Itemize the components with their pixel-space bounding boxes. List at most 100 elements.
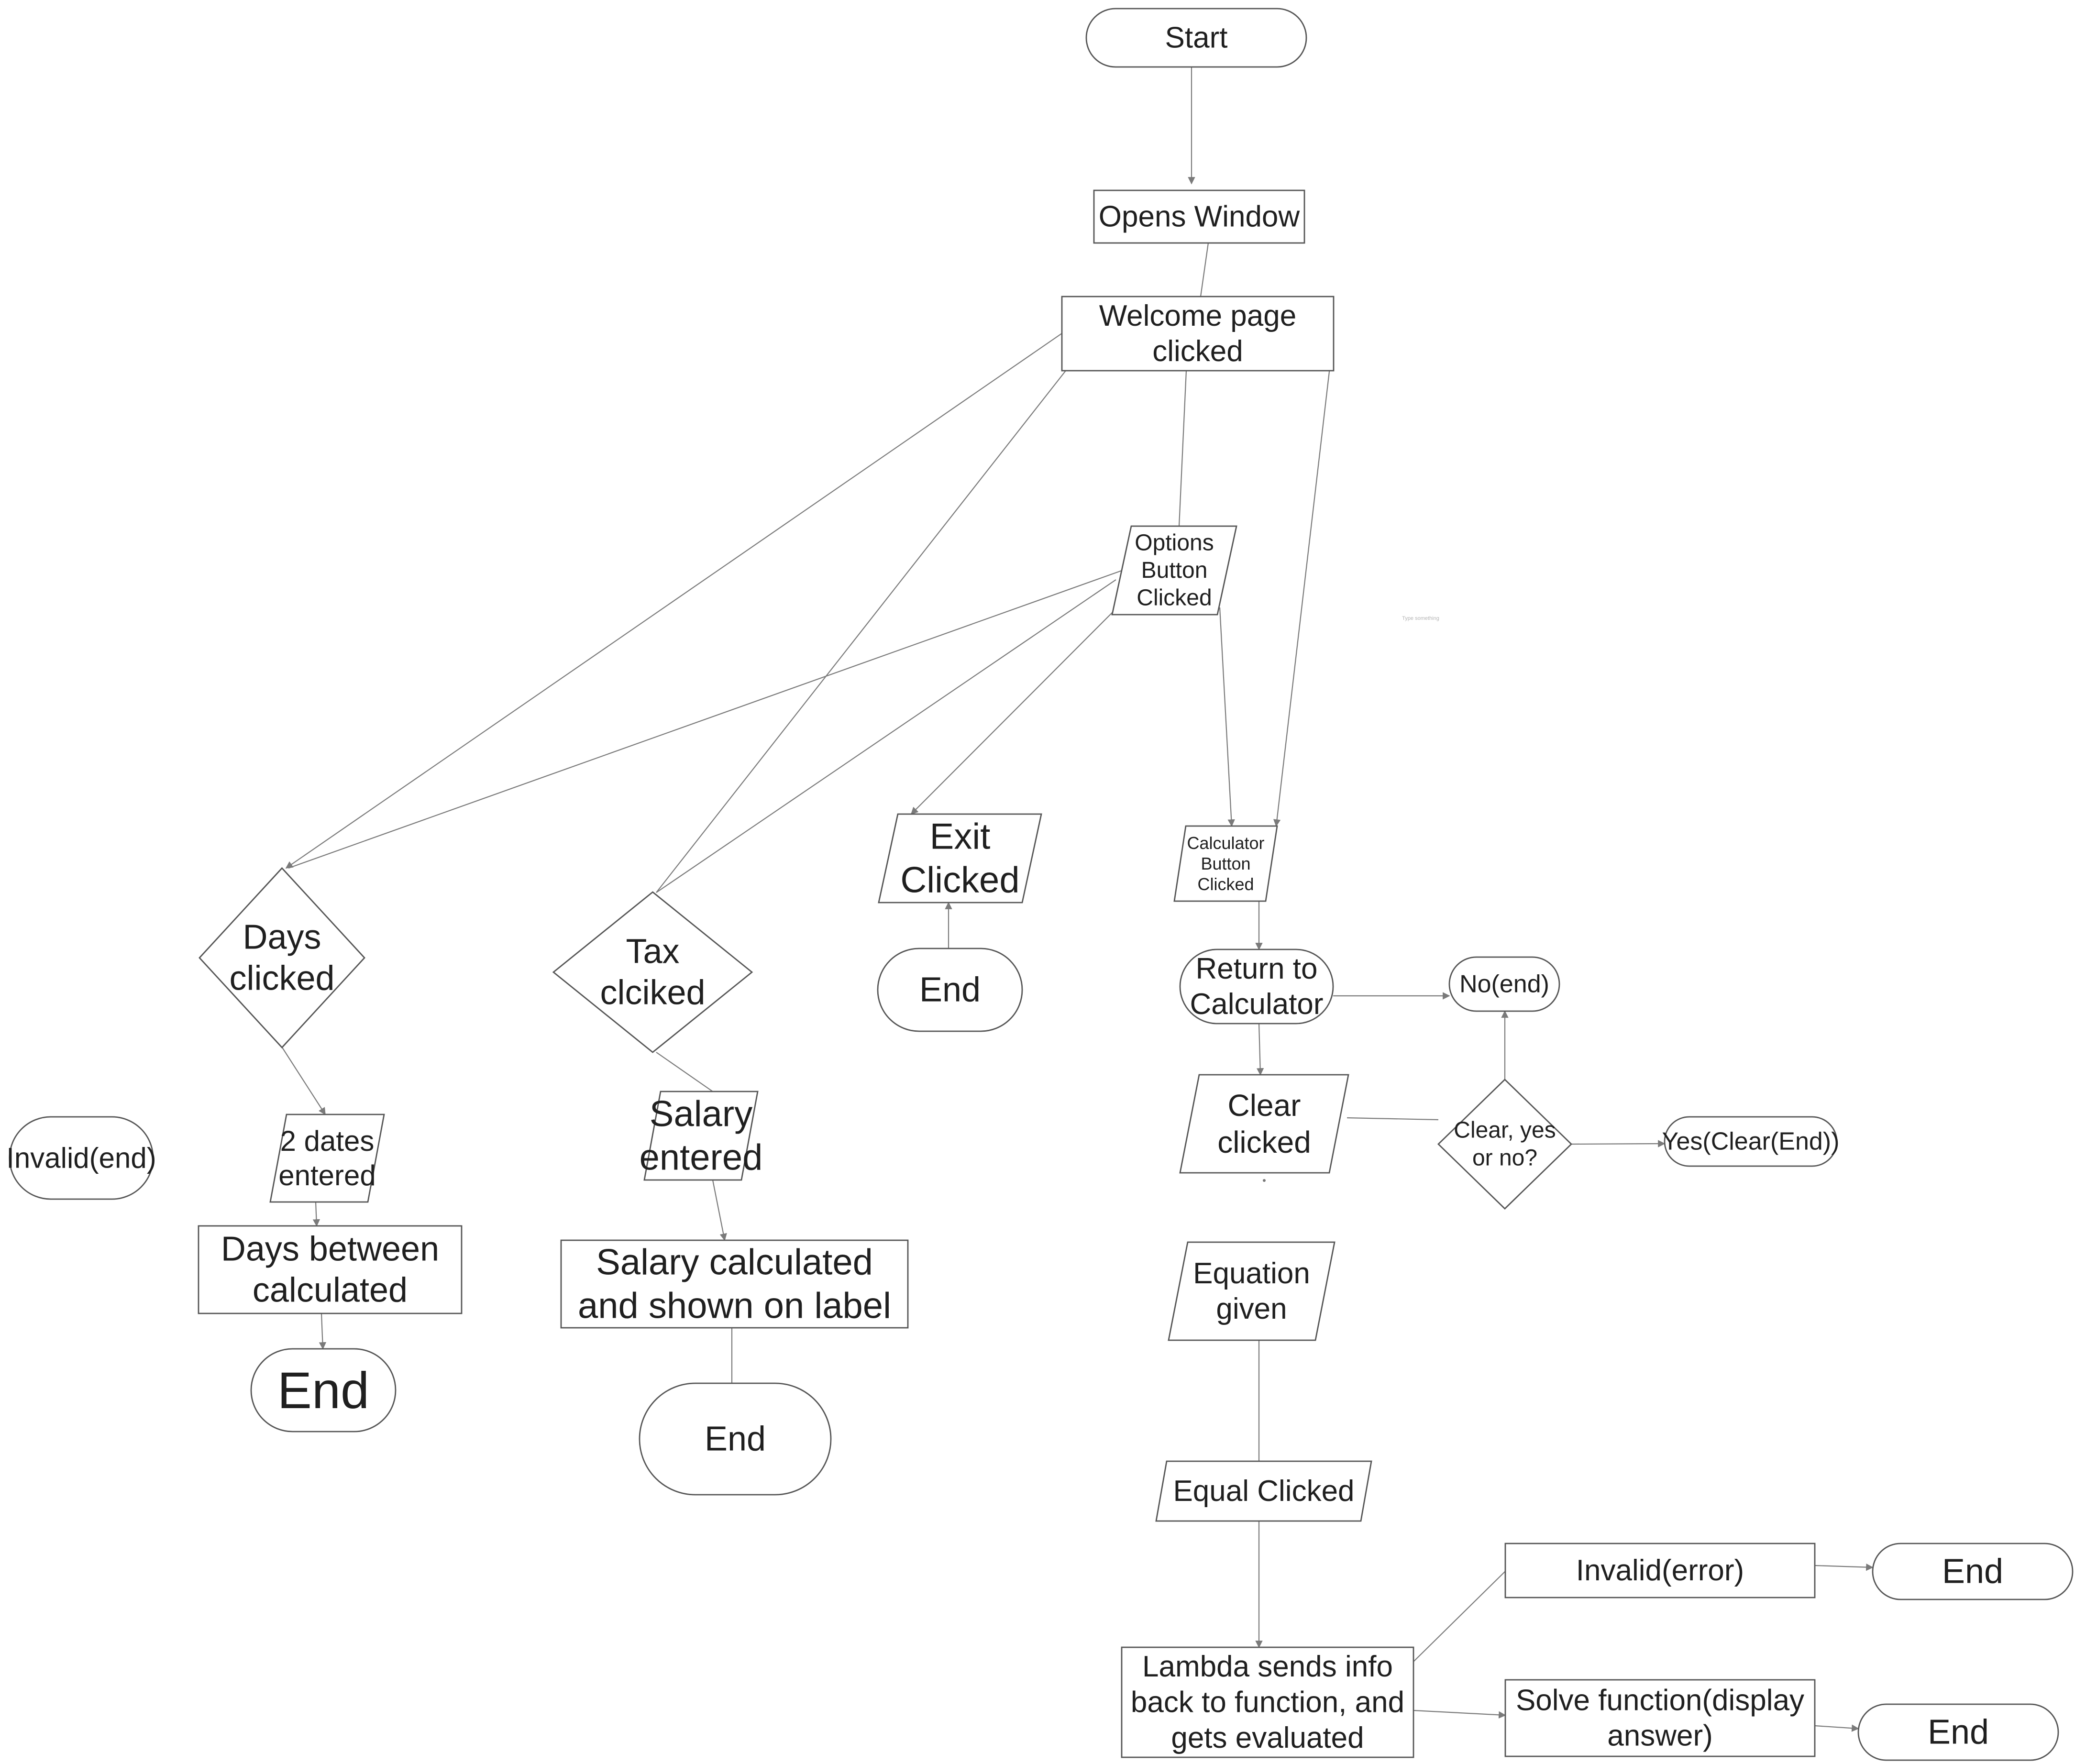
label-line: or no? — [1472, 1145, 1537, 1170]
label-line: Calculator — [1190, 988, 1323, 1021]
label-line: Clicked — [1197, 874, 1254, 894]
connector-20 — [319, 1313, 327, 1350]
label-line: Solve function(display — [1516, 1684, 1804, 1717]
node-equal-clicked: Equal Clicked — [1155, 1460, 1372, 1522]
label-line: Button — [1141, 558, 1208, 583]
label-line: Invalid(end) — [6, 1142, 156, 1174]
label-line: Button — [1201, 854, 1250, 873]
label-line: entered — [278, 1159, 376, 1191]
label-line: calculated — [253, 1271, 408, 1310]
node-opens-window-shape — [1093, 189, 1305, 244]
connector-2 — [285, 333, 1062, 869]
connector-8 — [910, 612, 1113, 815]
label-line: End — [705, 1420, 766, 1458]
node-end-solve: End — [1857, 1703, 2059, 1761]
connector-1 — [1200, 243, 1209, 297]
connector-14 — [1347, 1117, 1439, 1121]
label-line: Opens Window — [1099, 200, 1300, 233]
label-line: Salary calculated — [596, 1242, 873, 1282]
label-line: answer) — [1607, 1720, 1713, 1753]
node-salary-entered-shape — [643, 1091, 759, 1181]
node-end-days-shape — [250, 1348, 397, 1433]
label-line: Yes(Clear(End)) — [1662, 1128, 1840, 1156]
connector-17 — [282, 1047, 326, 1115]
label-line: Equation — [1193, 1257, 1310, 1290]
label-line: Start — [1165, 22, 1228, 55]
label-line: Calculator — [1187, 833, 1264, 853]
node-options-shape — [1111, 525, 1237, 616]
connector-18 — [656, 1052, 713, 1092]
connector-4 — [1178, 370, 1187, 527]
node-end-salary-label: End — [705, 1420, 766, 1458]
node-invalid-error-shape — [1504, 1543, 1816, 1599]
node-yes-clear: Yes(Clear(End)) — [1662, 1116, 1840, 1167]
node-end-invalid-label: End — [1942, 1553, 2003, 1591]
label-line: given — [1216, 1292, 1287, 1325]
label-line: Exit — [930, 816, 991, 857]
label-line: End — [919, 971, 981, 1009]
label-line: Return to — [1195, 952, 1317, 985]
node-two-dates-shape — [269, 1114, 385, 1203]
node-days-clicked-shape — [199, 867, 365, 1049]
label-line: No(end) — [1459, 970, 1549, 998]
label-line: clciked — [600, 974, 705, 1012]
node-yes-clear-label: Yes(Clear(End)) — [1662, 1128, 1840, 1156]
connector-19 — [312, 1202, 320, 1227]
label-line: End — [1928, 1713, 1989, 1752]
node-end-exit-shape — [877, 948, 1023, 1032]
node-invalid-end-shape — [9, 1116, 154, 1200]
node-end-solve-shape — [1857, 1703, 2059, 1761]
node-end-exit: End — [877, 948, 1023, 1032]
node-start-label: Start — [1165, 22, 1228, 55]
label-line: Equal Clicked — [1173, 1475, 1354, 1508]
node-tax-clicked-shape — [552, 891, 753, 1053]
node-solve-shape — [1504, 1679, 1816, 1757]
node-end-exit-label: End — [919, 971, 981, 1009]
connector-21 — [712, 1180, 727, 1241]
connector-9 — [1219, 607, 1235, 827]
node-no-end-shape — [1448, 956, 1560, 1012]
node-no-end: No(end) — [1448, 956, 1560, 1012]
connector-27 — [1814, 1563, 1874, 1571]
label-line: Clicked — [900, 860, 1019, 901]
node-invalid-error: Invalid(error) — [1504, 1543, 1816, 1599]
node-clear-decision-shape — [1437, 1079, 1573, 1210]
label-line: Lambda sends info — [1142, 1650, 1393, 1683]
label-line: clicked — [1152, 335, 1243, 368]
node-equal-clicked-label: Equal Clicked — [1173, 1475, 1354, 1508]
label-line: Clear — [1228, 1088, 1301, 1123]
label-line: Days between — [221, 1230, 439, 1268]
label-line: back to function, and — [1131, 1686, 1404, 1719]
connector-layer — [282, 67, 1874, 1732]
stray-dot — [1263, 1179, 1266, 1182]
label-line: 2 dates — [280, 1125, 375, 1157]
node-end-solve-label: End — [1928, 1713, 1989, 1752]
node-days-between-shape — [198, 1225, 463, 1314]
connector-25 — [1413, 1571, 1506, 1662]
node-equation-given-shape — [1168, 1241, 1336, 1341]
node-start: Start — [1085, 8, 1307, 68]
